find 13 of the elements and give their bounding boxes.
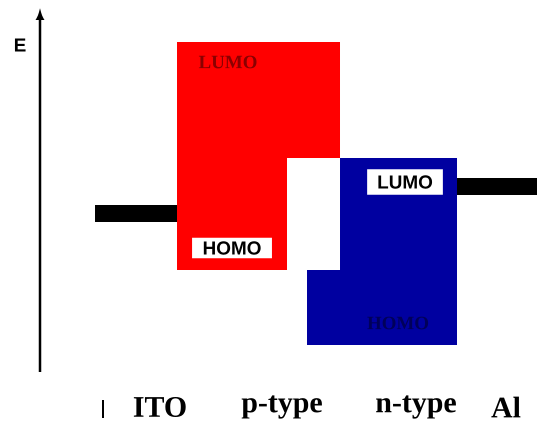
level-label: LUMO [367,169,443,195]
layer-label: ITO [134,396,186,418]
level-label: HOMO [189,234,275,262]
axis-label: E [14,38,26,52]
level-label: HOMO [367,316,428,330]
layer-label: p-type [242,395,322,419]
electrode-level-bar [95,205,177,222]
level-label: LUMO [198,56,257,68]
layer-label: n-type [376,395,456,419]
energy-band [177,42,340,270]
electrode-level-bar [457,178,537,195]
layer-label: Al [491,396,520,418]
energy-band [307,158,457,345]
